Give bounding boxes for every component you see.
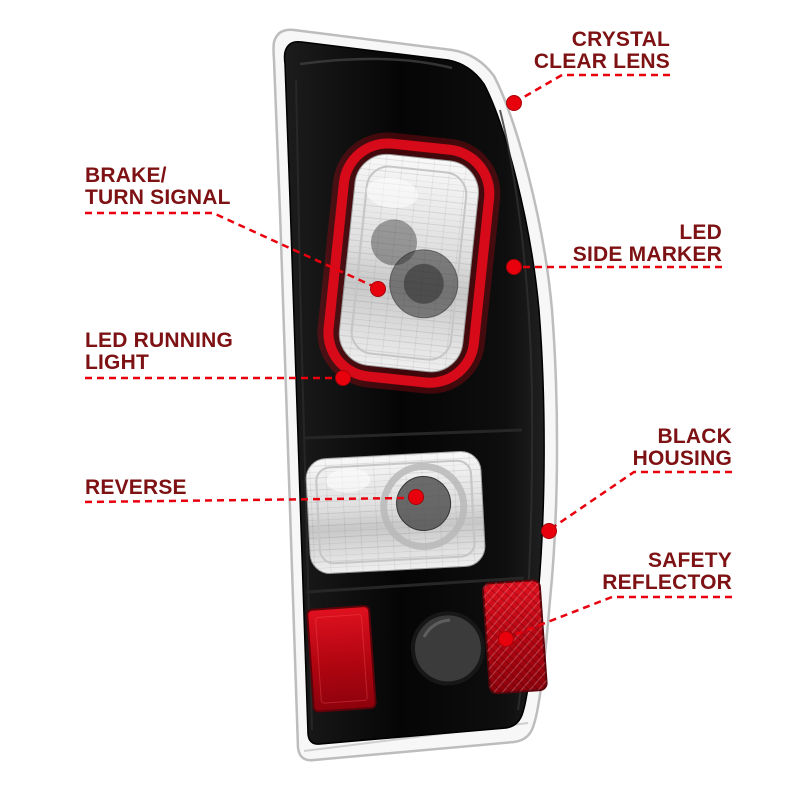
- callout-text-line: SAFETY: [647, 549, 732, 572]
- callout-line-reverse: [84, 496, 409, 504]
- brake-lens-step: [350, 165, 468, 361]
- callout-label-led-side-marker: LED SIDE MARKER: [573, 222, 722, 266]
- callout-label-led-running-light: LED RUNNING LIGHT: [85, 330, 233, 374]
- rear-reflector-left: [306, 605, 377, 713]
- callout-text-line: BLACK: [657, 425, 732, 448]
- reverse-reflector-ring: [380, 462, 468, 550]
- callout-line-black-housing: [551, 470, 732, 530]
- turn-signal-bulb-shadow: [370, 219, 417, 266]
- safety-reflector-texture: [482, 580, 547, 694]
- housing-groove-bottom: [305, 576, 525, 594]
- callout-label-reverse: REVERSE: [85, 477, 187, 499]
- callout-text-line: REVERSE: [85, 476, 187, 499]
- socket-cap-highlight: [422, 618, 451, 638]
- callout-text-line: CRYSTAL: [571, 28, 670, 51]
- callout-dot-black-housing: [541, 523, 557, 539]
- rear-reflector-left-inner: [315, 614, 368, 704]
- led-running-light-ring: [323, 138, 495, 388]
- callout-dot-crystal-clear-lens: [506, 95, 522, 111]
- callout-label-safety-reflector: SAFETY REFLECTOR: [602, 550, 732, 594]
- brake-turn-signal-unit: [317, 132, 501, 394]
- socket-cap: [410, 611, 485, 686]
- brake-bulb-core: [403, 263, 444, 304]
- lens-highlight: [366, 177, 419, 209]
- callout-text-line: TURN SIGNAL: [85, 186, 231, 209]
- callout-dot-led-running-light: [335, 370, 351, 386]
- callout-line-safety-reflector: [508, 595, 732, 639]
- callout-dot-brake-turn-signal: [370, 281, 386, 297]
- callout-label-black-housing: BLACK HOUSING: [633, 426, 732, 470]
- reverse-bulb-shadow: [396, 475, 452, 531]
- callout-dots: [335, 95, 557, 647]
- callout-line-crystal-clear-lens: [516, 73, 670, 103]
- callout-lines: [84, 73, 732, 639]
- reverse-lens-highlight: [326, 468, 371, 493]
- callout-text-line: REFLECTOR: [602, 571, 732, 594]
- bottom-reflector-unit: [306, 579, 548, 713]
- callout-text-line: LED RUNNING: [85, 329, 234, 352]
- callout-text-line: HOUSING: [632, 447, 732, 470]
- reverse-unit: [305, 450, 486, 574]
- callout-text-line: LED: [679, 221, 722, 244]
- callout-label-crystal-clear-lens: CRYSTAL CLEAR LENS: [534, 29, 670, 73]
- taillight: [272, 28, 559, 762]
- callout-text-line: LIGHT: [85, 351, 149, 374]
- callout-text-line: SIDE MARKER: [572, 243, 722, 266]
- housing-groove-top: [302, 428, 523, 440]
- callout-text-line: CLEAR LENS: [533, 50, 670, 73]
- callout-label-brake-turn-signal: BRAKE/ TURN SIGNAL: [85, 165, 231, 209]
- callout-line-brake-turn-signal: [85, 211, 376, 289]
- reverse-lens-step: [315, 459, 476, 565]
- callout-text-line: BRAKE/: [85, 164, 167, 187]
- housing-top-highlight: [299, 57, 453, 70]
- callout-dot-safety-reflector: [498, 631, 514, 647]
- callout-dot-led-side-marker: [506, 259, 522, 275]
- callout-dot-reverse: [408, 489, 424, 505]
